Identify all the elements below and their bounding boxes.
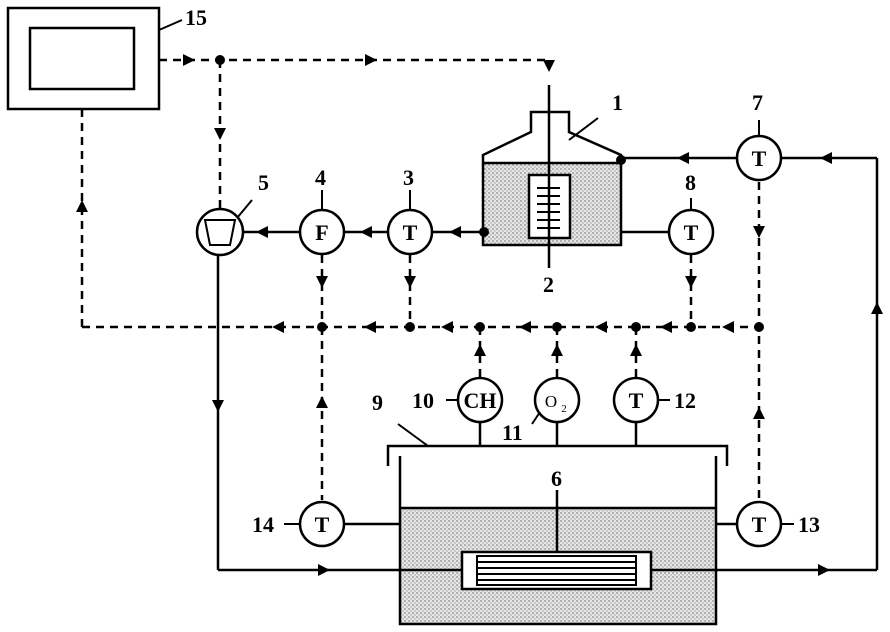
callout-1: 1 [612, 90, 623, 115]
callout-3: 3 [403, 165, 414, 190]
callout-numbers: 15 1 2 3 4 5 6 7 8 9 10 11 12 13 14 [185, 5, 820, 537]
pump [197, 209, 243, 255]
hydrocarbon-sensor-label: CH [464, 388, 497, 413]
temp-sensor-label: T [684, 220, 699, 245]
callout-5: 5 [258, 170, 269, 195]
callout-11: 11 [502, 420, 523, 445]
callout-14: 14 [252, 512, 274, 537]
temp-sensor-t7: T [737, 136, 781, 180]
hydrocarbon-sensor-ch10: CH [458, 378, 502, 422]
temp-sensor-label: T [752, 146, 767, 171]
temp-sensor-t14: T [300, 502, 344, 546]
temp-sensor-label: T [403, 220, 418, 245]
flow-meter-f4: F [300, 210, 344, 254]
flow-meter-label: F [315, 220, 328, 245]
leader-lines [159, 20, 794, 524]
oxygen-sensor-o2-11: O 2 [535, 378, 579, 422]
callout-13: 13 [798, 512, 820, 537]
temp-sensor-label: T [752, 512, 767, 537]
temp-sensor-t13: T [737, 502, 781, 546]
callout-4: 4 [315, 165, 326, 190]
oxygen-sensor-label: O [545, 392, 557, 411]
temp-sensor-label: T [629, 388, 644, 413]
callout-9: 9 [372, 390, 383, 415]
oxygen-sensor-subscript: 2 [561, 403, 567, 415]
callout-15: 15 [185, 5, 207, 30]
temp-sensor-t8: T [669, 210, 713, 254]
controller-box [8, 8, 159, 109]
callout-6: 6 [551, 466, 562, 491]
temp-sensor-label: T [315, 512, 330, 537]
callout-12: 12 [674, 388, 696, 413]
callout-10: 10 [412, 388, 434, 413]
callout-7: 7 [752, 90, 763, 115]
temp-sensor-t12: T [614, 378, 658, 422]
signal-lines [82, 60, 759, 500]
callout-2: 2 [543, 272, 554, 297]
temp-sensor-t3: T [388, 210, 432, 254]
callout-8: 8 [685, 170, 696, 195]
